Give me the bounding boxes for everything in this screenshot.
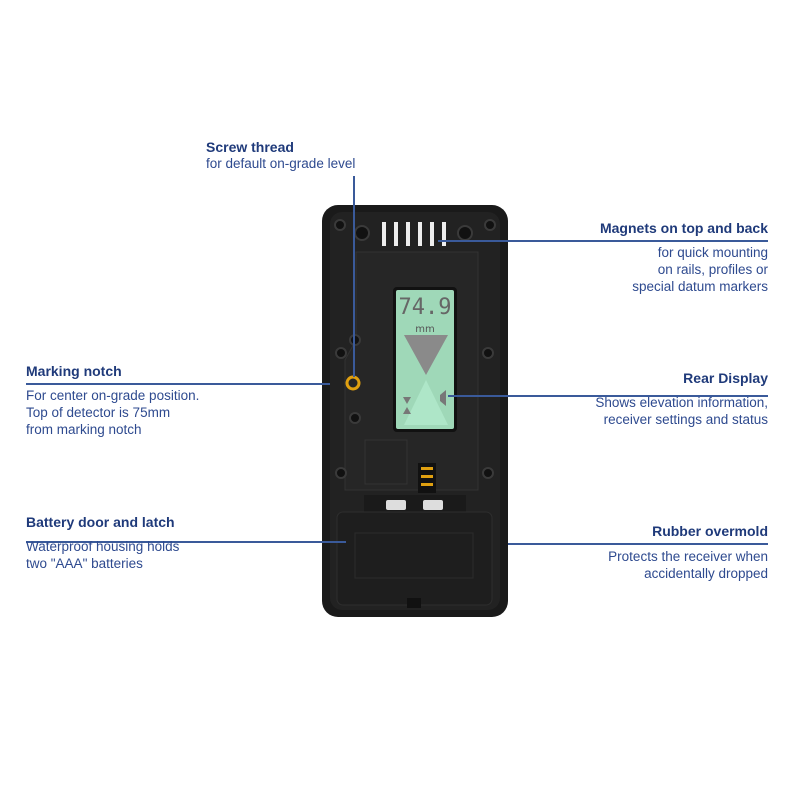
display-title: Rear Display bbox=[683, 370, 768, 386]
screw-holes bbox=[334, 219, 496, 479]
battery-leader-line bbox=[26, 541, 346, 543]
battery-title: Battery door and latch bbox=[26, 514, 175, 530]
screw-leader-line bbox=[353, 176, 355, 377]
magnet-vents bbox=[382, 222, 446, 246]
rubber-title: Rubber overmold bbox=[652, 523, 768, 539]
battery-door bbox=[336, 511, 493, 606]
display-leader-line bbox=[448, 395, 768, 397]
screw-thread bbox=[345, 375, 361, 391]
notch-title: Marking notch bbox=[26, 363, 122, 379]
notch-leader-line bbox=[26, 383, 330, 385]
magnets-title: Magnets on top and back bbox=[599, 220, 768, 236]
screw-title: Screw thread bbox=[206, 139, 294, 155]
display-unit: mm bbox=[415, 324, 434, 335]
screw-text: for default on-grade level bbox=[206, 156, 356, 171]
display-text: Shows elevation information,receiver set… bbox=[595, 395, 768, 427]
magnets-leader-line bbox=[438, 240, 768, 242]
rubber-leader-line bbox=[508, 543, 768, 545]
notch-text: For center on-grade position.Top of dete… bbox=[26, 388, 200, 437]
display-reading: 74.9 bbox=[399, 295, 452, 320]
